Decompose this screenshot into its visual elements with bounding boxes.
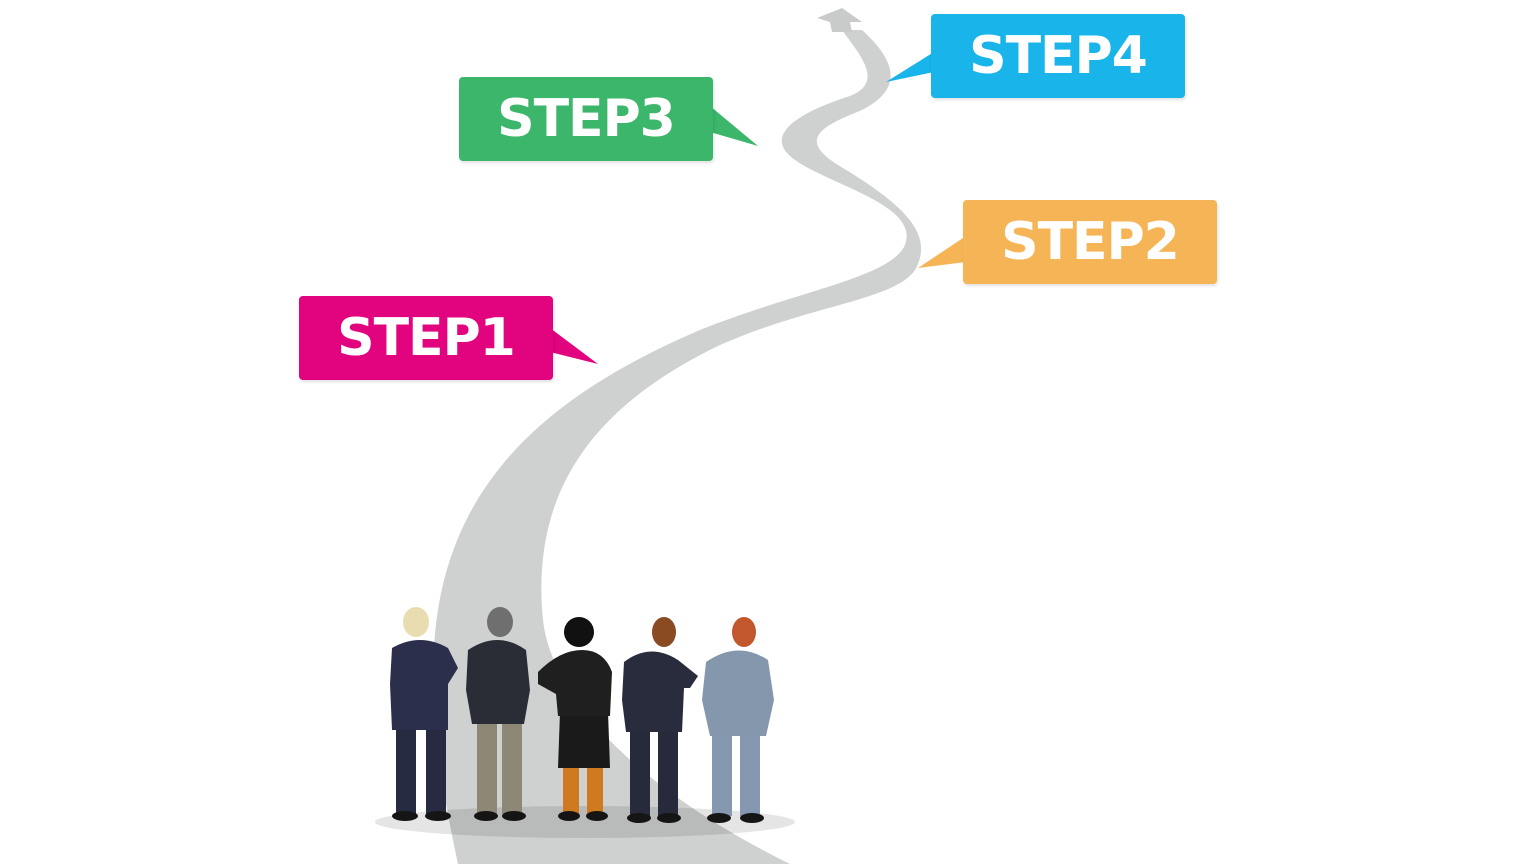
step1-bubble-tail — [550, 328, 598, 364]
figure-1-shoe-right — [425, 811, 451, 821]
step1-label: STEP1 — [337, 308, 516, 368]
figure-3-head — [564, 617, 594, 647]
step1-bubble: STEP1 — [299, 296, 553, 380]
figure-4-shoe-left — [627, 813, 651, 823]
figure-2 — [466, 607, 530, 821]
step2-bubble-tail — [918, 236, 966, 268]
figure-3-shoe-right — [586, 811, 608, 821]
figure-3-leg-left — [563, 764, 579, 814]
figure-5-leg-right — [740, 728, 760, 816]
figure-5 — [702, 617, 774, 823]
figure-1-shoe-left — [392, 811, 418, 821]
step2-label: STEP2 — [1001, 212, 1180, 272]
figure-2-shoe-right — [502, 811, 526, 821]
step4-bubble: STEP4 — [931, 14, 1185, 98]
figure-2-leg-left — [477, 722, 497, 814]
figure-5-shoe-right — [740, 813, 764, 823]
figure-4-leg-right — [658, 728, 678, 816]
figure-1 — [390, 607, 458, 821]
figure-3-skirt — [558, 712, 610, 768]
figure-5-jacket — [702, 650, 774, 736]
figure-5-shoe-left — [707, 813, 731, 823]
figure-4 — [622, 617, 698, 823]
figure-2-shoe-left — [474, 811, 498, 821]
figure-2-jacket — [466, 640, 530, 724]
figure-5-leg-left — [712, 728, 732, 816]
step2-bubble: STEP2 — [963, 200, 1217, 284]
figure-4-head — [652, 617, 676, 647]
figure-3-leg-right — [587, 764, 603, 814]
figure-4-shoe-right — [657, 813, 681, 823]
figure-1-leg-right — [426, 722, 446, 814]
step3-bubble-tail — [710, 106, 758, 146]
figure-1-leg-left — [396, 722, 416, 814]
step4-label: STEP4 — [969, 26, 1148, 86]
figure-4-jacket — [622, 651, 698, 732]
step3-bubble: STEP3 — [459, 77, 713, 161]
figure-2-head — [487, 607, 513, 637]
figure-2-leg-right — [502, 722, 522, 814]
figure-1-head — [403, 607, 429, 637]
step4-bubble-tail — [886, 52, 934, 82]
road-arrow-icon — [817, 8, 862, 32]
figure-4-leg-left — [630, 728, 650, 816]
step3-label: STEP3 — [497, 89, 676, 149]
figure-3-jacket — [538, 650, 612, 716]
figure-5-head — [732, 617, 756, 647]
figure-1-jacket — [390, 640, 458, 730]
figure-3-shoe-left — [558, 811, 580, 821]
figure-3 — [538, 617, 612, 821]
